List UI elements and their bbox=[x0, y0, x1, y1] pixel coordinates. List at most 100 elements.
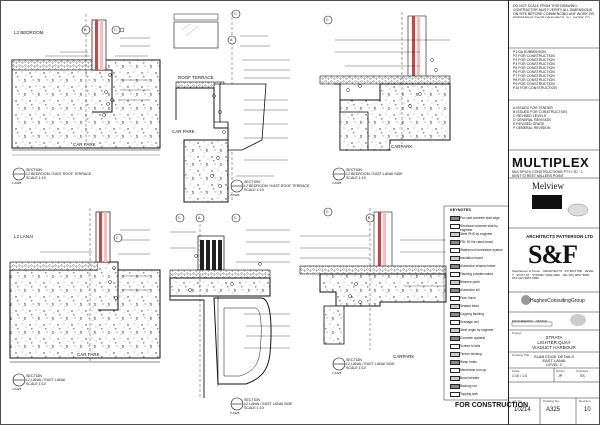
legend-swatch bbox=[450, 392, 460, 397]
legend-swatch bbox=[450, 224, 460, 229]
revision-row: P9 FOR CONSTRUCTION bbox=[513, 82, 555, 86]
hughes-subtitle: ENGINEERING · DESIGN bbox=[512, 319, 548, 323]
legend-swatch bbox=[450, 256, 460, 261]
sf-logo: S&F bbox=[528, 240, 578, 269]
legend-item: Floor finish bbox=[460, 295, 476, 300]
general-notes: DO NOT SCALE FROM THIS DRAWING. CONTRACT… bbox=[513, 4, 595, 18]
legend-swatch bbox=[450, 288, 460, 293]
callout-letter: B bbox=[368, 216, 371, 220]
legend-swatch bbox=[450, 264, 460, 269]
revision-row: B ISSUED FOR CONSTRUCTION bbox=[513, 110, 567, 114]
job-number: 10214 bbox=[514, 407, 531, 413]
drawn-value: JP bbox=[558, 374, 563, 378]
legend-swatch bbox=[450, 280, 460, 285]
job-no-label: Job No. bbox=[512, 399, 523, 403]
legend-swatch bbox=[450, 368, 460, 373]
callout-letter: C bbox=[326, 18, 329, 22]
legend-item: Sealant bead bbox=[460, 303, 479, 308]
legend-swatch bbox=[450, 328, 460, 333]
callout-bubble bbox=[111, 25, 121, 35]
detail-view-5 bbox=[169, 214, 290, 398]
callout-bubble bbox=[365, 213, 375, 223]
label-car-park-2: CAR PARK bbox=[171, 129, 196, 134]
revision-row: P7 FOR CONSTRUCTION bbox=[513, 74, 555, 78]
callout-letter: A bbox=[198, 216, 201, 220]
legend-title: KEYNOTES bbox=[450, 208, 471, 212]
hughes-logo: HughesConsultingGroup bbox=[530, 298, 585, 304]
label-car-park-1: CAR PARK bbox=[72, 142, 97, 147]
legend-item: Waterproof membrane system bbox=[460, 247, 503, 252]
legend-item: Membrane turn-up bbox=[460, 367, 487, 372]
project-label: Project bbox=[512, 331, 522, 335]
legend-item: Aluminium sill bbox=[460, 287, 480, 292]
caption-tag-3: 3 A325 bbox=[332, 181, 342, 185]
legend-item: Insulation board bbox=[460, 255, 483, 260]
callout-letter: C bbox=[178, 216, 181, 220]
legend-swatch bbox=[450, 216, 460, 221]
checked-value: SS bbox=[580, 374, 585, 378]
legend-item: Bond breaker bbox=[460, 375, 480, 380]
revision-row: P10 FOR CONSTRUCTION bbox=[513, 86, 557, 90]
callout-letter: C bbox=[114, 28, 117, 32]
legend-swatch bbox=[450, 240, 460, 245]
revision-row: P1 DA SUBMISSION bbox=[513, 50, 546, 54]
legend-item: Aluminium window frame bbox=[460, 263, 496, 268]
multiplex-subtitle: MULTIPLEX CONSTRUCTIONS PTY LTD · 1 KENT… bbox=[512, 170, 583, 178]
consultant-logo bbox=[511, 203, 589, 327]
legend-swatch bbox=[450, 232, 460, 237]
caption-tag-2: 2 A325 bbox=[230, 193, 240, 197]
revision-row: P2 FOR CONSTRUCTION bbox=[513, 54, 555, 58]
label-lanai: L2 LANAI bbox=[13, 234, 35, 239]
legend-swatch bbox=[450, 248, 460, 253]
legend-item: Capping flashing bbox=[460, 311, 484, 316]
revision-row: A ISSUED FOR TENDER bbox=[513, 106, 553, 110]
revision-row: E REVISED GRATE bbox=[513, 122, 545, 126]
callout-bubble bbox=[231, 9, 241, 19]
callout-bubbles bbox=[81, 9, 375, 243]
legend-item: Screed to falls bbox=[460, 343, 481, 348]
legend-item: Steel RHS by engineer bbox=[460, 231, 493, 236]
legend-item: FRL 90 fire rated board bbox=[460, 239, 493, 244]
melview-logo: Melview bbox=[532, 181, 564, 191]
revision-row: D GENERAL REVISION bbox=[513, 118, 551, 122]
callout-bubble bbox=[113, 233, 123, 243]
detail-view-3 bbox=[319, 12, 451, 151]
label-bedroom: L2 BEDROOM bbox=[13, 30, 45, 35]
callout-bubble bbox=[195, 213, 205, 223]
scale-value: 1:10 / 1:5 bbox=[512, 374, 527, 378]
revision-row: F GENERAL REVISION bbox=[513, 126, 551, 130]
legend-swatch bbox=[450, 344, 460, 349]
callout-letter: C bbox=[234, 216, 237, 220]
callout-bubble bbox=[81, 25, 91, 35]
revision-label: Revision bbox=[579, 399, 591, 403]
legend-swatch bbox=[450, 296, 460, 301]
caption-tag-6: 6 A325 bbox=[332, 371, 342, 375]
revision-row: P8 FOR CONSTRUCTION bbox=[513, 78, 555, 82]
drawn-label: Drawn bbox=[556, 369, 565, 373]
legend-swatch bbox=[450, 352, 460, 357]
label-carpark-5: CARPARK bbox=[392, 354, 416, 359]
legend-item: Timber decking bbox=[460, 351, 482, 356]
legend-item: Topping slab bbox=[460, 391, 478, 396]
callout-letter: C bbox=[326, 210, 329, 214]
callout-letter: C bbox=[234, 12, 237, 16]
legend-item: Concrete upstand bbox=[460, 335, 486, 340]
callout-bubble bbox=[227, 35, 237, 45]
caption-tag-1: 1 A325 bbox=[12, 181, 22, 185]
revision-row: P6 FOR CONSTRUCTION bbox=[513, 70, 555, 74]
drawing-title-label: Drawing Title bbox=[512, 353, 530, 357]
revision-row: P5 FOR CONSTRUCTION bbox=[513, 66, 555, 70]
legend-swatch bbox=[450, 384, 460, 389]
caption-bubbles bbox=[12, 167, 346, 411]
callout-bubble bbox=[175, 213, 185, 223]
revision-number: 10 bbox=[584, 407, 591, 413]
title-block: DO NOT SCALE FROM THIS DRAWING. CONTRACT… bbox=[508, 0, 600, 425]
